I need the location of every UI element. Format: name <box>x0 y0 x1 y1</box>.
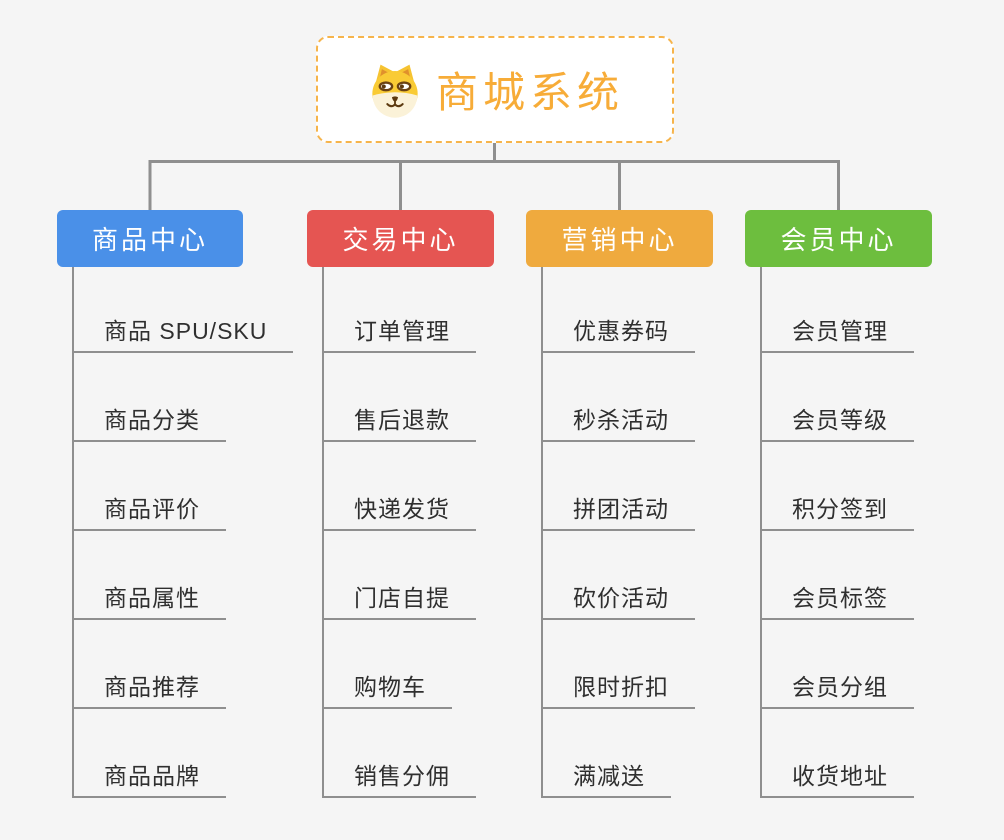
sub-topic[interactable]: 商品评价 <box>72 442 226 531</box>
branch-rail-products <box>72 267 74 798</box>
sub-topic[interactable]: 商品品牌 <box>72 709 226 798</box>
branch-rail-trade <box>322 267 324 798</box>
sub-topic[interactable]: 会员管理 <box>760 267 914 353</box>
sub-topic[interactable]: 商品属性 <box>72 531 226 620</box>
sub-topic[interactable]: 销售分佣 <box>322 709 476 798</box>
sub-topic[interactable]: 商品推荐 <box>72 620 226 709</box>
branch-node-trade[interactable]: 交易中心 <box>307 210 494 267</box>
branch-node-members[interactable]: 会员中心 <box>745 210 932 267</box>
doge-icon <box>372 64 418 118</box>
sub-topic[interactable]: 商品分类 <box>72 353 226 442</box>
sub-topic[interactable]: 优惠券码 <box>541 267 695 353</box>
branch-label: 商品中心 <box>91 225 208 255</box>
sub-topic[interactable]: 砍价活动 <box>541 531 695 620</box>
sub-topic[interactable]: 订单管理 <box>322 267 476 353</box>
sub-topic[interactable]: 商品 SPU/SKU <box>72 267 294 353</box>
branch-label: 会员中心 <box>780 225 897 255</box>
sub-topic[interactable]: 收货地址 <box>760 709 914 798</box>
branch-node-marketing[interactable]: 营销中心 <box>526 210 713 267</box>
sub-topic[interactable]: 积分签到 <box>760 442 914 531</box>
sub-topic[interactable]: 满减送 <box>541 709 671 798</box>
children-list-marketing: 优惠券码 秒杀活动 拼团活动 砍价活动 限时折扣 满减送 <box>541 267 695 798</box>
branch-node-products[interactable]: 商品中心 <box>57 210 243 267</box>
sub-topic[interactable]: 会员分组 <box>760 620 914 709</box>
children-list-products: 商品 SPU/SKU 商品分类 商品评价 商品属性 商品推荐 商品品牌 <box>72 267 294 798</box>
root-topic-title: 商城系统 <box>435 69 624 116</box>
branch-label: 营销中心 <box>561 225 678 255</box>
children-list-trade: 订单管理 售后退款 快递发货 门店自提 购物车 销售分佣 <box>322 267 476 798</box>
sub-topic[interactable]: 售后退款 <box>322 353 476 442</box>
branch-rail-marketing <box>541 267 543 798</box>
sub-topic[interactable]: 限时折扣 <box>541 620 695 709</box>
children-list-members: 会员管理 会员等级 积分签到 会员标签 会员分组 收货地址 <box>760 267 914 798</box>
sub-topic[interactable]: 会员等级 <box>760 353 914 442</box>
sub-topic[interactable]: 快递发货 <box>322 442 476 531</box>
sub-topic[interactable]: 会员标签 <box>760 531 914 620</box>
sub-topic[interactable]: 购物车 <box>322 620 452 709</box>
sub-topic[interactable]: 秒杀活动 <box>541 353 695 442</box>
sub-topic[interactable]: 门店自提 <box>322 531 476 620</box>
branch-label: 交易中心 <box>342 225 459 255</box>
sub-topic[interactable]: 拼团活动 <box>541 442 695 531</box>
branch-rail-members <box>760 267 762 798</box>
root-topic[interactable]: 商城系统 <box>316 36 674 143</box>
